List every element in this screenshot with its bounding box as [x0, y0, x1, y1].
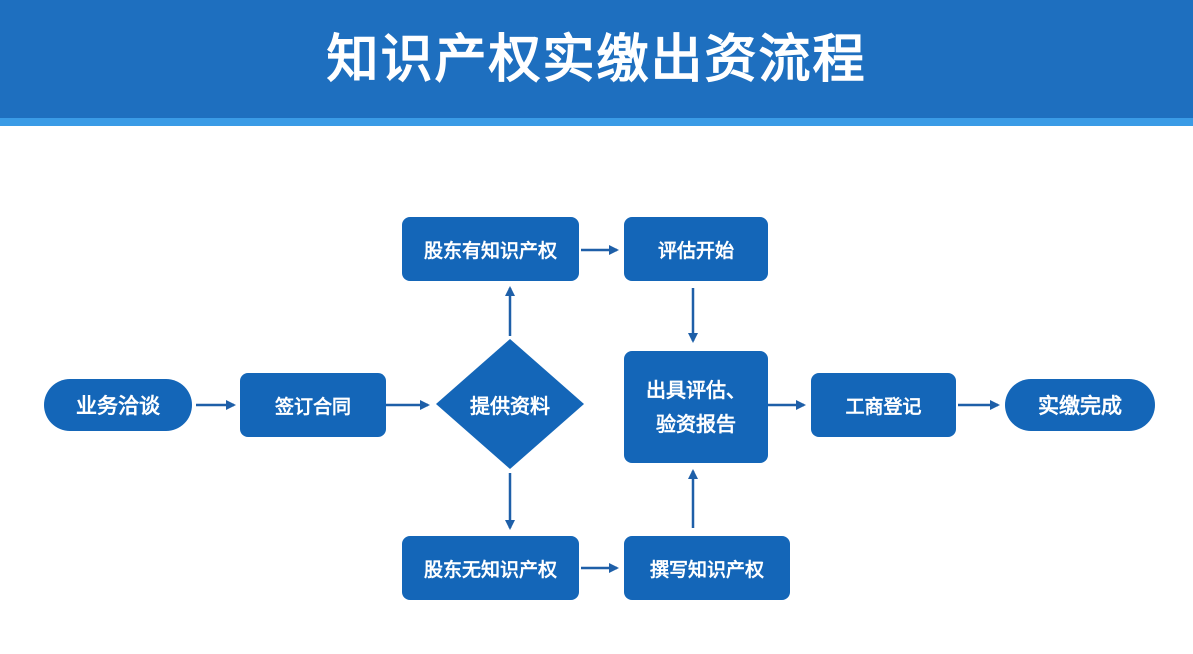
node-write-ip: 撰写知识产权 [624, 536, 790, 600]
page-title: 知识产权实缴出资流程 [326, 30, 867, 90]
decision-diamond [436, 339, 584, 469]
header-strip [0, 118, 1193, 126]
node-sign-contract: 签订合同 [240, 373, 386, 437]
node-issue-report: 出具评估、 验资报告 [624, 351, 768, 463]
node-provide-materials: 提供资料 [436, 339, 584, 469]
report-label-line1: 出具评估、 [646, 378, 746, 402]
decision-label: 提供资料 [470, 393, 550, 418]
node-negotiate: 业务洽谈 [44, 379, 192, 431]
report-label-line2: 验资报告 [656, 412, 736, 436]
node-no-ip: 股东无知识产权 [402, 536, 579, 600]
node-registration: 工商登记 [811, 373, 956, 437]
node-has-ip: 股东有知识产权 [402, 217, 579, 281]
header-bar [0, 0, 1193, 118]
node-evaluation-start: 评估开始 [624, 217, 768, 281]
node-complete: 实缴完成 [1005, 379, 1155, 431]
